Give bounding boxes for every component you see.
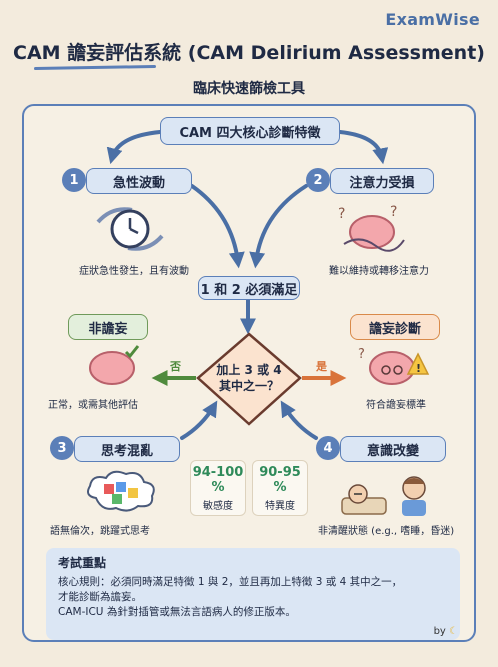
delirium-caption: 符合譫妄標準 [366, 400, 426, 411]
svg-text:?: ? [358, 347, 365, 362]
svg-text:?: ? [338, 206, 345, 222]
exam-key-points: 考試重點 核心規則：必須同時滿足特徵 1 與 2，並且再加上特徵 3 或 4 其… [46, 548, 460, 640]
feature-3-box: 思考混亂 [74, 436, 180, 462]
confused-brain-icon: ? ! [358, 347, 430, 385]
delirium-diagnosis-box: 譫妄診斷 [350, 314, 440, 340]
specificity-label: 特異度 [265, 501, 295, 512]
puzzle-cloud-icon [87, 470, 155, 512]
arrow-top-to-f1 [106, 130, 162, 165]
specificity-stat: 90-95 % 特異度 [252, 460, 308, 516]
feature-1-box: 急性波動 [86, 168, 192, 194]
healthy-brain-icon [89, 345, 140, 385]
svg-text:!: ! [416, 362, 421, 375]
decision-text: 加上 3 或 4 其中之一？ [200, 362, 298, 394]
byline: by ☾ [434, 626, 458, 637]
decision-diamond [196, 332, 302, 426]
feature-2-number: 2 [306, 168, 330, 192]
feature-1-caption: 症狀急性發生，且有波動 [79, 266, 189, 277]
core-features-box: CAM 四大核心診斷特徵 [160, 117, 340, 145]
no-label: 否 [170, 360, 181, 373]
decision-line-2: 其中之一？ [218, 379, 279, 393]
exam-line-3: CAM-ICU 為針對插管或無法言語病人的修正版本。 [58, 606, 296, 618]
sensitivity-stat: 94-100 % 敏感度 [190, 460, 246, 516]
clock-cycle-icon [96, 207, 164, 251]
feature-2-box: 注意力受損 [330, 168, 434, 194]
arrow-f4-to-decision [280, 400, 318, 440]
feature-4-box: 意識改變 [340, 436, 446, 462]
sensitivity-label: 敏感度 [203, 501, 233, 512]
feature-1-number: 1 [62, 168, 86, 192]
arrow-top-to-f2 [338, 130, 389, 165]
not-delirium-caption: 正常，或需其他評估 [48, 400, 138, 411]
must-satisfy-box: 1 和 2 必須滿足 [198, 276, 300, 300]
tangled-brain-icon: ? ? [338, 204, 405, 252]
specificity-value: 90-95 [259, 465, 301, 480]
feature-3-caption: 語無倫次，跳躍式思考 [50, 526, 150, 537]
page-title: CAM 譫妄評估系統 (CAM Delirium Assessment) [13, 42, 485, 64]
page-subtitle: 臨床快速篩檢工具 [193, 81, 305, 97]
feature-4-number: 4 [316, 436, 340, 460]
feature-2-caption: 難以維持或轉移注意力 [329, 266, 429, 277]
specificity-unit: % [273, 480, 287, 495]
drowsy-people-icon [341, 476, 426, 516]
exam-line-1: 核心規則：必須同時滿足特徵 1 與 2，並且再加上特徵 3 或 4 其中之一， [58, 576, 403, 588]
byline-text: by [433, 626, 446, 637]
decision-line-1: 加上 3 或 4 [216, 363, 282, 377]
exam-heading: 考試重點 [58, 556, 107, 570]
arrow-f2-to-must [249, 184, 308, 269]
arrow-f3-to-decision [180, 400, 218, 440]
feature-4-caption: 非清醒狀態 (e.g., 嗜睡，昏迷) [318, 526, 455, 537]
sensitivity-unit: % [211, 480, 225, 495]
not-delirium-box: 非譫妄 [68, 314, 148, 340]
svg-text:?: ? [390, 204, 397, 220]
brand-logo: ExamWise [385, 10, 480, 29]
exam-line-2: 才能診斷為譫妄。 [58, 591, 142, 603]
yes-label: 是 [316, 360, 327, 373]
feature-3-number: 3 [50, 436, 74, 460]
banana-icon: ☾ [449, 626, 458, 637]
sensitivity-value: 94-100 [192, 465, 244, 480]
arrow-f1-to-must [190, 184, 245, 269]
